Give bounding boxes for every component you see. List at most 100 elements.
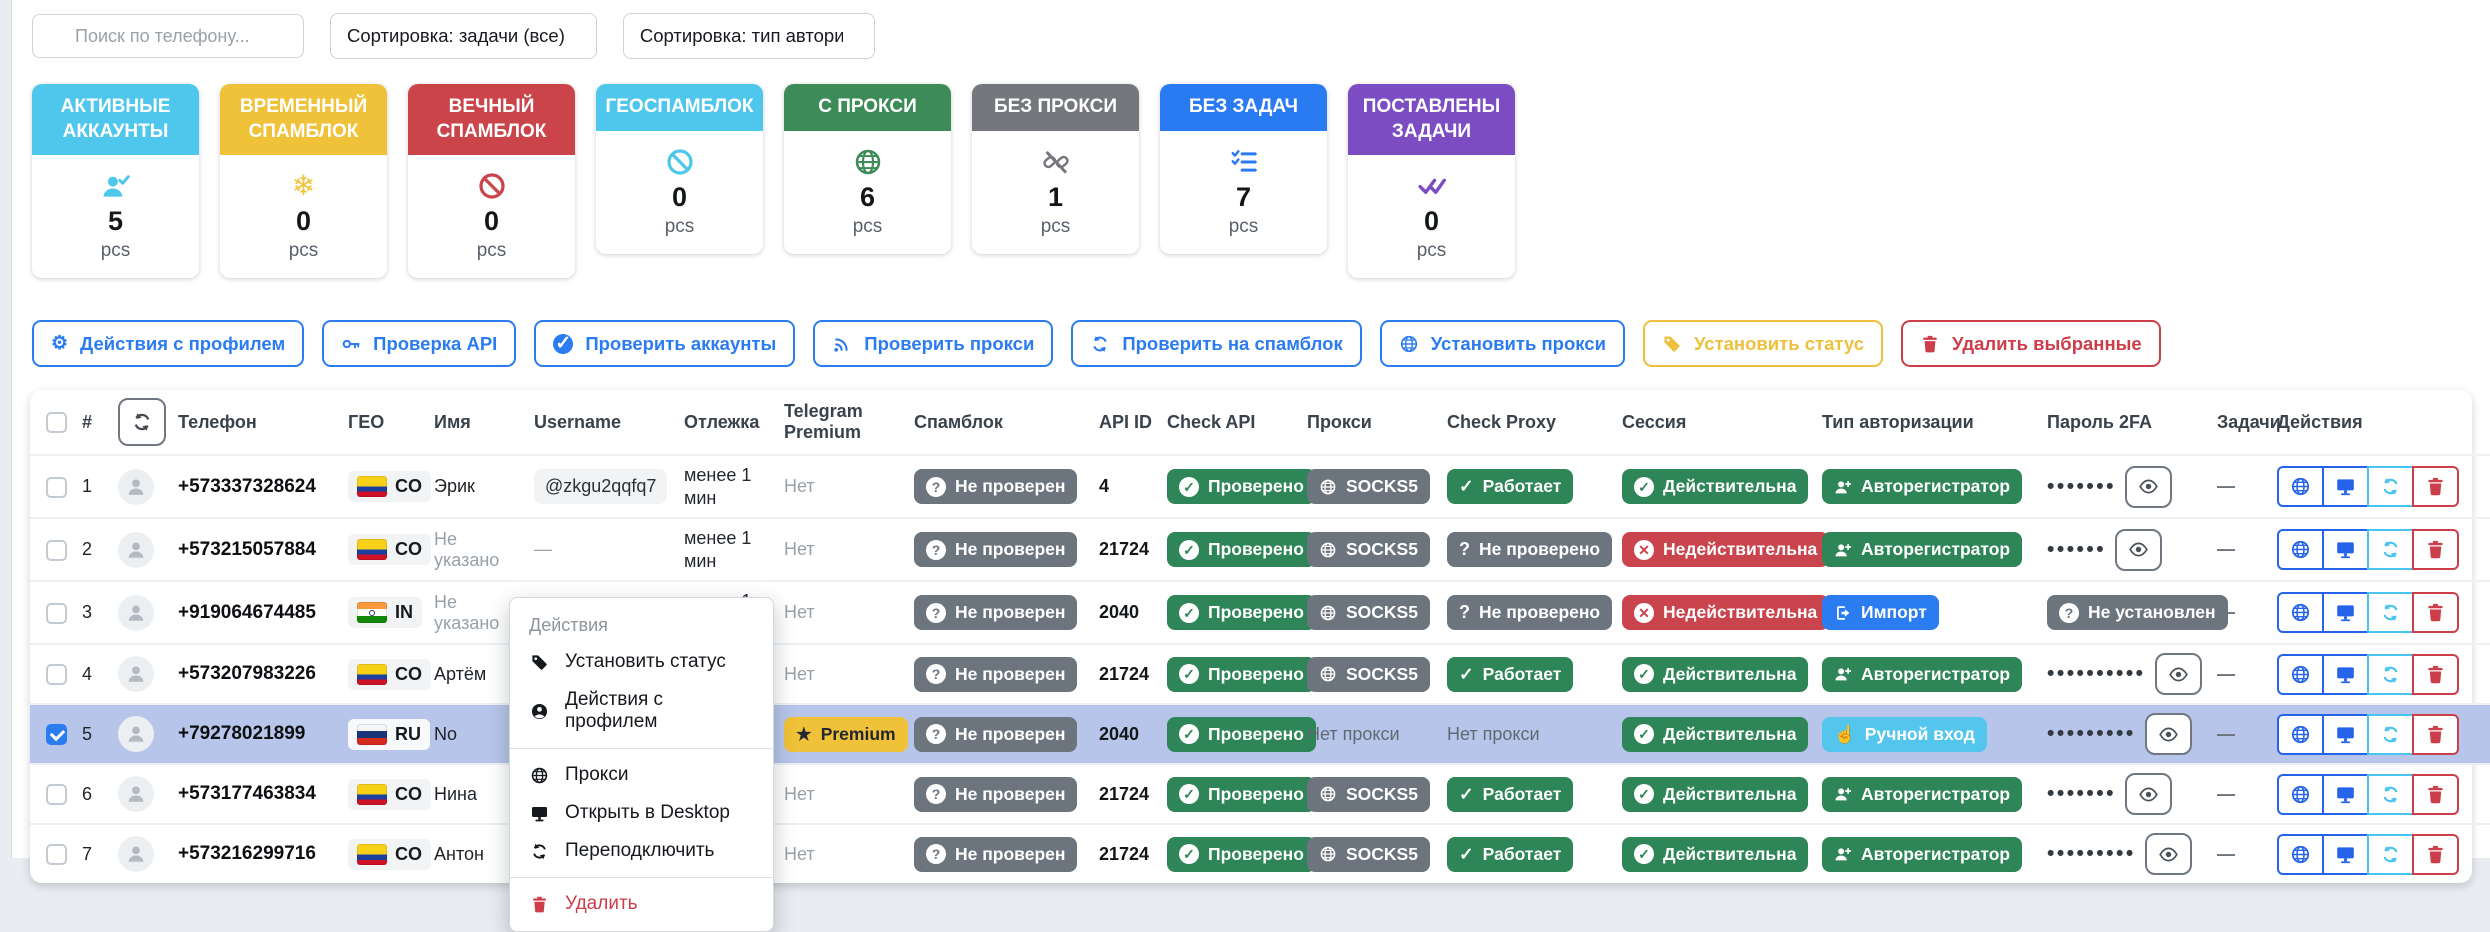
check-proxy-badge: ?Не проверено: [1447, 595, 1613, 631]
bulk-action-button[interactable]: Проверить на спамблок: [1071, 320, 1362, 368]
check-circle-icon: ✓: [1634, 724, 1654, 745]
premium-status: Нет: [784, 602, 815, 623]
row-delete-button[interactable]: [2412, 529, 2459, 571]
person-icon: [125, 602, 147, 624]
row-desktop-button[interactable]: [2322, 592, 2369, 634]
row-checkbox[interactable]: [46, 602, 67, 624]
row-proxy-button[interactable]: [2277, 653, 2324, 695]
context-menu-item[interactable]: Прокси: [510, 756, 773, 794]
refresh-icon: [2380, 844, 2401, 865]
row-desktop-button[interactable]: [2322, 529, 2369, 571]
row-checkbox[interactable]: [46, 844, 67, 866]
spamblock-badge-label: Не проверен: [955, 539, 1066, 560]
context-menu-item[interactable]: Переподключить: [510, 832, 773, 870]
row-reconnect-button[interactable]: [2367, 773, 2414, 815]
row-reconnect-button[interactable]: [2367, 592, 2414, 634]
column-header: Check Proxy: [1447, 411, 1557, 432]
check-circle-icon: ✓: [1179, 539, 1199, 560]
refresh-all-button[interactable]: [118, 398, 166, 447]
row-checkbox[interactable]: [46, 724, 67, 746]
row-proxy-button[interactable]: [2277, 833, 2324, 875]
row-delete-button[interactable]: [2412, 592, 2459, 634]
row-reconnect-button[interactable]: [2367, 653, 2414, 695]
account-name: Антон: [434, 843, 484, 864]
account-name: Артём: [434, 663, 487, 684]
context-menu-item[interactable]: Установить статус: [510, 643, 773, 681]
bulk-action-button[interactable]: ⚙Действия с профилем: [32, 320, 305, 368]
show-password-button[interactable]: [2124, 773, 2172, 816]
bulk-action-button[interactable]: Установить статус: [1642, 320, 1884, 368]
row-actions: [2277, 529, 2459, 571]
link-slash-icon: [1041, 147, 1071, 177]
check-circle-icon: ✓: [1179, 784, 1199, 805]
row-delete-button[interactable]: [2412, 773, 2459, 815]
show-password-button[interactable]: [2144, 833, 2192, 876]
row-proxy-button[interactable]: [2277, 529, 2324, 571]
column-header: Check API: [1167, 411, 1256, 432]
row-checkbox[interactable]: [46, 664, 67, 686]
column-header: Прокси: [1307, 411, 1372, 432]
trash-icon: [2425, 602, 2446, 623]
bulk-action-button[interactable]: Удалить выбранные: [1901, 320, 2161, 368]
row-desktop-button[interactable]: [2322, 713, 2369, 755]
row-desktop-button[interactable]: [2322, 773, 2369, 815]
bulk-action-button[interactable]: Проверить прокси: [813, 320, 1054, 368]
row-reconnect-button[interactable]: [2367, 529, 2414, 571]
row-proxy-button[interactable]: [2277, 773, 2324, 815]
show-password-button[interactable]: [2144, 713, 2192, 756]
trash-icon: [2425, 784, 2446, 805]
search-box: [32, 14, 304, 58]
signal-icon: [832, 334, 852, 354]
session-badge-label: Действительна: [1663, 843, 1797, 864]
row-delete-button[interactable]: [2412, 833, 2459, 875]
column-header: Сессия: [1622, 411, 1687, 432]
premium-status: Нет: [784, 783, 815, 804]
stat-card-title: БЕЗ ПРОКСИ: [972, 84, 1139, 131]
refresh-icon: [2380, 784, 2401, 805]
bulk-action-button[interactable]: Проверка API: [322, 320, 517, 368]
row-checkbox[interactable]: [46, 539, 67, 561]
context-menu-item[interactable]: Действия с профилем: [510, 681, 773, 741]
spamblock-badge: ?Не проверен: [914, 656, 1078, 692]
row-reconnect-button[interactable]: [2367, 833, 2414, 875]
context-menu-item[interactable]: Удалить: [510, 885, 773, 923]
flag-icon: [357, 602, 387, 624]
row-reconnect-button[interactable]: [2367, 713, 2414, 755]
sort-auth-label: Сортировка: тип авторизац: [639, 25, 843, 46]
row-checkbox[interactable]: [46, 476, 67, 498]
row-delete-button[interactable]: [2412, 653, 2459, 695]
row-reconnect-button[interactable]: [2367, 466, 2414, 508]
row-desktop-button[interactable]: [2322, 833, 2369, 875]
row-desktop-button[interactable]: [2322, 653, 2369, 695]
person-icon: [125, 539, 147, 561]
search-input[interactable]: [32, 14, 304, 58]
person-check-icon: [101, 171, 131, 201]
show-password-button[interactable]: [2154, 653, 2202, 696]
row-desktop-button[interactable]: [2322, 466, 2369, 508]
row-proxy-button[interactable]: [2277, 713, 2324, 755]
context-menu-item-label: Открыть в Desktop: [565, 802, 730, 823]
show-password-button[interactable]: [2115, 528, 2163, 571]
select-all-checkbox[interactable]: [46, 412, 67, 434]
globe-icon: [1319, 845, 1337, 863]
proxy-badge-label: SOCKS5: [1346, 663, 1418, 684]
context-menu-item[interactable]: Открыть в Desktop: [510, 794, 773, 832]
spamblock-badge: ?Не проверен: [914, 595, 1078, 631]
row-number: 6: [82, 783, 93, 804]
row-delete-button[interactable]: [2412, 713, 2459, 755]
row-delete-button[interactable]: [2412, 466, 2459, 508]
row-proxy-button[interactable]: [2277, 592, 2324, 634]
bulk-action-button[interactable]: ✓Проверить аккаунты: [534, 320, 796, 368]
bulk-action-label: Установить прокси: [1430, 332, 1606, 354]
eye-icon: [2128, 539, 2149, 560]
show-password-button[interactable]: [2124, 465, 2172, 508]
sort-auth-select[interactable]: Сортировка: тип авторизац: [622, 13, 875, 59]
stat-card-title: С ПРОКСИ: [784, 84, 951, 131]
row-proxy-button[interactable]: [2277, 466, 2324, 508]
row-checkbox[interactable]: [46, 784, 67, 806]
column-header: Телефон: [178, 411, 257, 432]
bulk-action-button[interactable]: Установить прокси: [1379, 320, 1625, 368]
spamblock-badge-label: Не проверен: [955, 723, 1066, 744]
sort-tasks-select[interactable]: Сортировка: задачи (все): [330, 13, 597, 59]
